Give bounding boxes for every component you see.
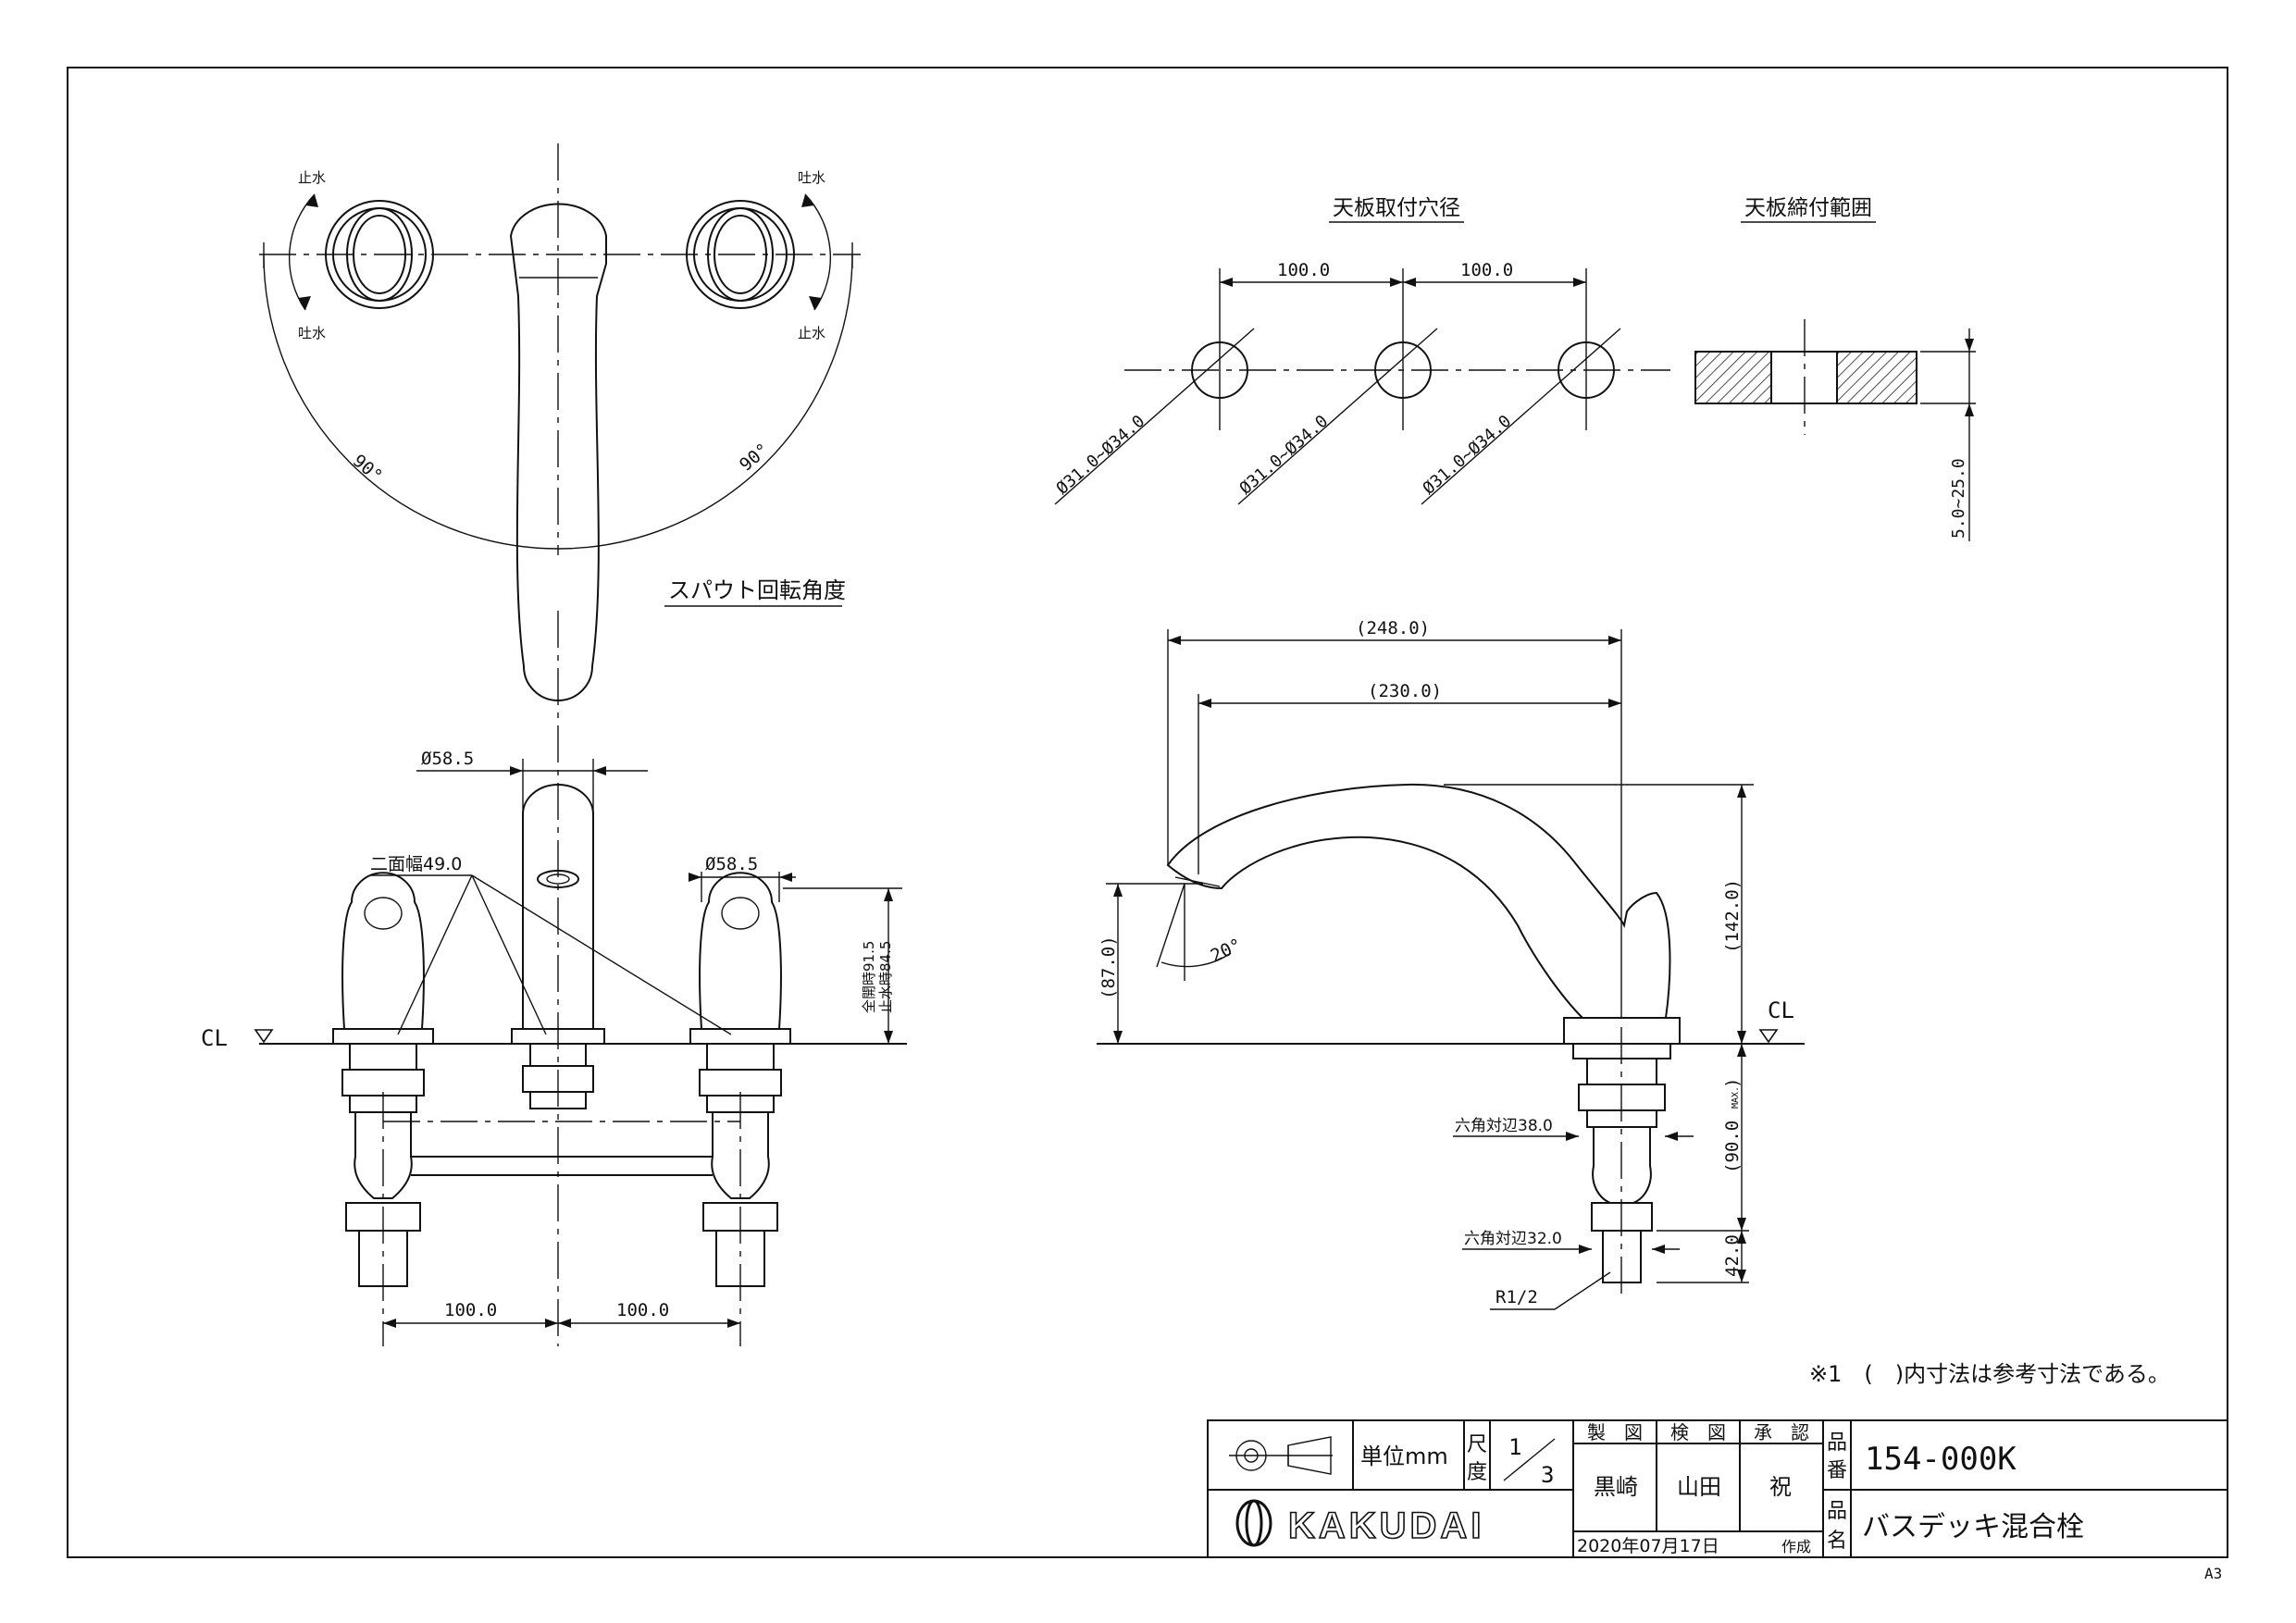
checked-by: 山田 [1677,1474,1721,1500]
part-no-label-2: 番 [1827,1459,1847,1482]
angle-right: 90° [736,440,773,476]
header-made: 製 図 [1587,1421,1643,1443]
scale-label-1: 尺 [1467,1433,1487,1456]
front-height-open: 全開時91.5 [861,941,877,1013]
holes-title: 天板取付穴径 [1333,196,1460,220]
deck-range: 天板締付範囲 5.0~25.0 [1694,196,1976,541]
part-name-label-1: 品 [1827,1500,1847,1523]
drawing-frame [67,67,2228,1558]
hole-dia-1: Ø31.0~Ø34.0 [1053,412,1149,499]
scale-numerator: 1 [1508,1434,1521,1460]
scale-label-2: 度 [1467,1461,1487,1484]
reference-note: ※1 ( )内寸法は参考寸法である。 [1809,1361,2170,1387]
front-pitch-1: 100.0 [444,1300,497,1320]
sheet-size: A3 [2204,1565,2222,1582]
label-spout-right: 吐水 [798,169,825,186]
side-view: CL (248.0) (230.0) (142.0) [1097,618,1805,1310]
front-cl: CL [201,1025,228,1051]
side-angle: 20° [1208,935,1245,966]
date-suffix: 作成 [1781,1538,1811,1555]
label-stop-left: 止水 [298,169,326,186]
title-block: 単位mm 尺 度 1 3 製 図 検 図 承 認 黒崎 山田 祝 2020年07… [1207,1419,2228,1558]
front-dia-handle: Ø58.5 [705,854,758,874]
spout-rotation-title: スパウト回転角度 [668,577,846,603]
front-height-closed: 止水時84.5 [877,941,894,1013]
part-name: バスデッキ混合栓 [1862,1511,2084,1543]
hole-pitch-1: 100.0 [1277,260,1330,280]
unit-label: 単位mm [1360,1443,1448,1469]
hole-dia-2: Ø31.0~Ø34.0 [1236,412,1333,499]
deck-range-value: 5.0~25.0 [1949,458,1968,539]
front-dia-spout: Ø58.5 [421,749,474,769]
side-total-reach: (248.0) [1356,618,1430,638]
drawing-date: 2020年07月17日 [1577,1536,1719,1556]
deck-title: 天板締付範囲 [1744,196,1872,220]
header-approved: 承 認 [1754,1421,1809,1443]
part-name-label-2: 名 [1827,1530,1847,1553]
label-spout-left: 吐水 [298,325,326,341]
front-view: CL [201,611,907,1346]
label-stop-right: 止水 [798,325,825,341]
kakudai-logo: KAKUDAI [1235,1499,1484,1547]
part-number: 154-000K [1865,1441,2017,1478]
side-spout-reach: (230.0) [1368,681,1442,701]
side-hex-38: 六角対辺38.0 [1455,1117,1553,1135]
approved-by: 祝 [1769,1474,1792,1500]
brand-name: KAKUDAI [1288,1505,1484,1546]
hole-dia-3: Ø31.0~Ø34.0 [1420,412,1516,499]
hole-pitch-2: 100.0 [1460,260,1513,280]
side-height-outlet: (87.0) [1098,935,1119,999]
side-below-deck: (90.0 [1722,1121,1743,1173]
made-by: 黒崎 [1594,1474,1638,1500]
third-angle-projection-icon [1229,1436,1333,1475]
side-height-total: (142.0) [1722,879,1743,953]
side-below-deck-max: MAX. [1731,1086,1741,1109]
part-no-label-1: 品 [1827,1431,1847,1455]
side-thread: R1/2 [1496,1287,1538,1307]
side-cl: CL [1768,997,1794,1023]
top-view: 止水 吐水 吐水 止水 90° 90° スパウト回転角度 [259,143,861,701]
front-width-across: 二面幅49.0 [370,854,462,874]
scale-denominator: 3 [1541,1462,1554,1488]
hole-diagram: 天板取付穴径 100.0 100.0 Ø31.0~Ø34.0 Ø31.0~Ø34… [1053,196,1670,505]
side-below-deck-close: ) [1722,1078,1743,1088]
angle-left: 90° [349,451,386,487]
front-pitch-2: 100.0 [616,1300,669,1320]
header-checked: 検 図 [1670,1421,1726,1443]
side-thread-length: 42.0 [1722,1234,1743,1277]
side-hex-32: 六角対辺32.0 [1464,1230,1562,1248]
